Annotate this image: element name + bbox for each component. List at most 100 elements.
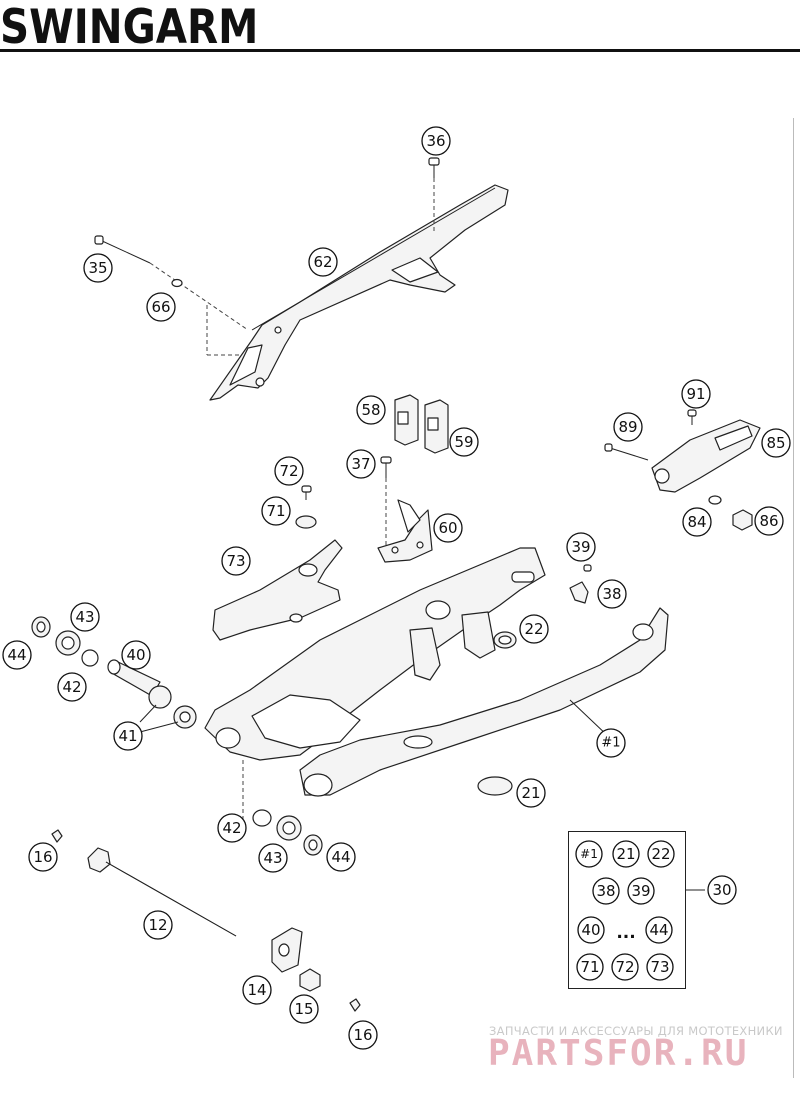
- callout-66: 66: [146, 292, 176, 322]
- svg-text:39: 39: [571, 538, 590, 556]
- callout-35: 35: [83, 253, 113, 283]
- kit-contents: #1 21 22 38 39 40 ... 44 71 72 73: [575, 840, 675, 981]
- dust-cap-part-22: [493, 631, 517, 649]
- callout-14: 14: [242, 975, 272, 1005]
- chain-guide-part-62: [209, 184, 509, 401]
- svg-text:60: 60: [438, 519, 457, 537]
- svg-text:91: 91: [686, 385, 705, 403]
- svg-text:#1: #1: [580, 847, 598, 861]
- callout-36: 36: [421, 126, 451, 156]
- kit-item-44: 44: [645, 916, 673, 944]
- svg-text:39: 39: [631, 882, 650, 900]
- title-rule: [0, 49, 800, 52]
- bearing-set-right: [242, 760, 323, 856]
- screw-part-72: [301, 485, 312, 500]
- svg-text:73: 73: [226, 552, 245, 570]
- callout-12: 12: [143, 910, 173, 940]
- svg-text:36: 36: [426, 132, 445, 150]
- cover-part-21: [477, 776, 513, 796]
- svg-text:72: 72: [279, 462, 298, 480]
- svg-text:73: 73: [650, 958, 669, 976]
- callout-86: 86: [754, 506, 784, 536]
- svg-text:43: 43: [75, 608, 94, 626]
- svg-text:38: 38: [602, 585, 621, 603]
- svg-text:42: 42: [222, 819, 241, 837]
- callout-37: 37: [346, 449, 376, 479]
- svg-text:58: 58: [361, 401, 380, 419]
- watermark-caption: ЗАПЧАСТИ И АКСЕССУАРЫ ДЛЯ МОТОТЕХНИКИ: [489, 1024, 783, 1038]
- kit-item-38: 38: [592, 877, 620, 905]
- callout-73: 73: [221, 546, 251, 576]
- svg-text:22: 22: [651, 845, 670, 863]
- svg-text:21: 21: [616, 845, 635, 863]
- clip-part-38-39: [569, 564, 592, 604]
- svg-text:30: 30: [712, 881, 731, 899]
- adjuster-plate-part-14: [271, 927, 303, 973]
- callout-43-lower: 43: [258, 843, 288, 873]
- svg-text:44: 44: [7, 646, 26, 664]
- callout-hash-1: #1: [596, 728, 626, 758]
- callout-89: 89: [613, 412, 643, 442]
- svg-text:14: 14: [247, 981, 266, 999]
- page-edge-line: [793, 118, 794, 1078]
- kit-item-71: 71: [576, 953, 604, 981]
- kit-item-39: 39: [627, 877, 655, 905]
- svg-text:71: 71: [266, 502, 285, 520]
- callout-38: 38: [597, 579, 627, 609]
- svg-text:66: 66: [151, 298, 170, 316]
- svg-text:38: 38: [596, 882, 615, 900]
- svg-text:72: 72: [615, 958, 634, 976]
- grommet-part-71: [295, 515, 317, 529]
- callout-71: 71: [261, 496, 291, 526]
- callout-85: 85: [761, 428, 791, 458]
- screw-part-91: [687, 409, 697, 425]
- callout-16-upper: 16: [28, 842, 58, 872]
- svg-text:86: 86: [759, 512, 778, 530]
- callout-58: 58: [356, 395, 386, 425]
- svg-text:35: 35: [88, 259, 107, 277]
- svg-text:44: 44: [649, 921, 668, 939]
- chain-slider-part-85: [604, 419, 761, 493]
- svg-text:42: 42: [62, 678, 81, 696]
- kit-ellipsis: ...: [616, 923, 635, 943]
- svg-text:#1: #1: [601, 736, 620, 751]
- svg-text:40: 40: [126, 646, 145, 664]
- svg-text:59: 59: [454, 433, 473, 451]
- screw-part-37: [380, 456, 392, 478]
- svg-text:21: 21: [521, 784, 540, 802]
- callout-16-lower: 16: [348, 1020, 378, 1050]
- cap-part-16-lower: [349, 998, 361, 1012]
- svg-text:43: 43: [263, 849, 282, 867]
- screw-part-36: [428, 157, 440, 232]
- callout-42-lower: 42: [217, 813, 247, 843]
- svg-text:16: 16: [353, 1026, 372, 1044]
- callout-43-upper: 43: [70, 602, 100, 632]
- svg-text:84: 84: [687, 513, 706, 531]
- svg-text:37: 37: [351, 455, 370, 473]
- kit-item-22: 22: [647, 840, 675, 868]
- bearing-set-left: [31, 616, 197, 733]
- svg-text:12: 12: [148, 916, 167, 934]
- callout-84: 84: [682, 507, 712, 537]
- chain-slider-part-73: [212, 539, 343, 641]
- cap-part-16-upper: [51, 829, 63, 843]
- washer-part-66: [171, 278, 240, 356]
- kit-item-72: 72: [611, 953, 639, 981]
- svg-text:89: 89: [618, 418, 637, 436]
- nut-part-86: [732, 509, 753, 531]
- svg-text:41: 41: [118, 727, 137, 745]
- bolt-part-35: [94, 235, 249, 331]
- callout-44-upper: 44: [2, 640, 32, 670]
- callout-22: 22: [519, 614, 549, 644]
- page-title: SWINGARM: [0, 0, 259, 55]
- watermark-logo: PARTSFOR.RU: [488, 1033, 749, 1074]
- callout-44-lower: 44: [326, 842, 356, 872]
- svg-text:85: 85: [766, 434, 785, 452]
- callout-30: 30: [707, 875, 737, 905]
- axle-part-12: [87, 847, 237, 937]
- kit-item-21: 21: [612, 840, 640, 868]
- svg-text:40: 40: [581, 921, 600, 939]
- svg-text:15: 15: [294, 1000, 313, 1018]
- kit-item-hash-1: #1: [575, 840, 603, 868]
